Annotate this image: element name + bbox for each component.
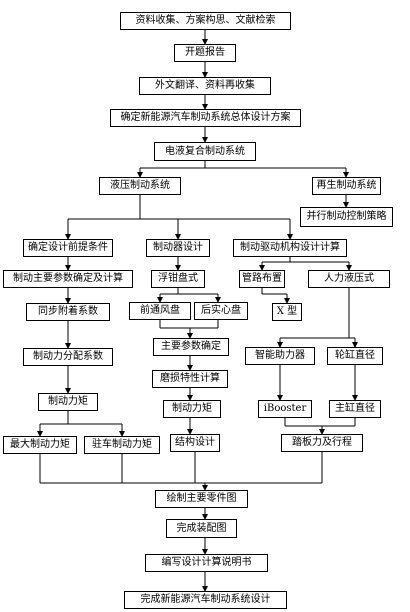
- step-front-disc: 前通风盘: [129, 302, 191, 320]
- step-force-distribution: 制动力分配系数: [23, 348, 113, 366]
- step-proposal-report: 开题报告: [174, 44, 236, 62]
- step-brake-torque-left: 制动力矩: [38, 393, 98, 411]
- step-manual-hydraulic: 人力液压式: [308, 270, 390, 288]
- step-x-type: X 型: [272, 303, 302, 321]
- step-sync-adhesion: 同步附着系数: [26, 303, 110, 321]
- step-smart-booster: 智能助力器: [245, 347, 315, 365]
- step-parking-torque: 驻车制动力矩: [84, 436, 160, 454]
- step-key-params: 主要参数确定: [153, 338, 229, 356]
- step-ibooster: iBooster: [258, 400, 312, 418]
- step-rear-disc: 后实心盘: [194, 302, 248, 320]
- step-pedal-force: 踏板力及行程: [281, 434, 363, 452]
- step-part-drawings: 绘制主要零件图: [155, 490, 248, 508]
- step-brake-design: 制动器设计: [146, 239, 210, 257]
- step-regen-system: 再生制动系统: [312, 177, 381, 195]
- step-floating-caliper: 浮钳盘式: [151, 270, 205, 288]
- step-translation: 外文翻译、资料再收集: [139, 77, 271, 95]
- step-premise: 确定设计前提条件: [23, 239, 113, 257]
- step-hybrid-system: 电液复合制动系统: [154, 142, 256, 161]
- step-piping-layout: 管路布置: [239, 270, 285, 288]
- step-wheel-cylinder: 轮缸直径: [327, 347, 383, 365]
- step-assembly-drawing: 完成装配图: [166, 519, 237, 538]
- step-brake-torque: 制动力矩: [163, 400, 221, 418]
- step-main-params: 制动主要参数确定及计算: [3, 270, 133, 288]
- step-max-torque: 最大制动力矩: [3, 436, 77, 454]
- step-design-manual: 编写设计计算说明书: [145, 554, 268, 572]
- step-complete-design: 完成新能源汽车制动系统设计: [124, 591, 287, 609]
- step-actuator-design: 制动驱动机构设计计算: [233, 239, 347, 257]
- step-wear-calc: 磨损特性计算: [152, 370, 228, 388]
- step-overall-scheme: 确定新能源汽车制动系统总体设计方案: [110, 109, 301, 127]
- step-literature-research: 资料收集、方案构思、文献检索: [120, 12, 291, 30]
- step-parallel-control: 并行制动控制策略: [300, 207, 393, 227]
- step-hydraulic-system: 液压制动系统: [99, 177, 181, 195]
- step-master-cylinder: 主缸直径: [329, 400, 381, 418]
- step-structure-design: 结构设计: [170, 434, 220, 452]
